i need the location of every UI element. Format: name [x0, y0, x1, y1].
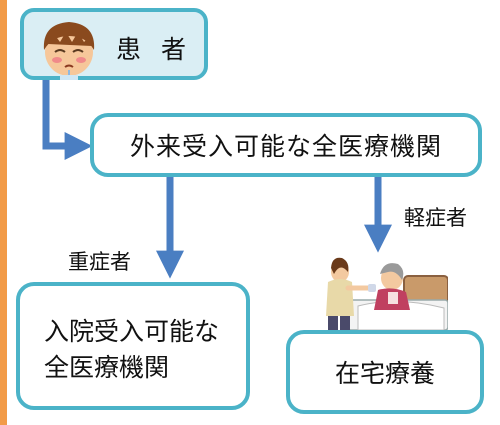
- homecare-label: 在宅療養: [334, 359, 435, 388]
- sick-child-icon: [43, 22, 95, 80]
- inpatient-label-line1: 入院受入可能な: [44, 317, 220, 346]
- arrow-patient-to-outpatient: [42, 80, 93, 160]
- outpatient-node: 外来受入可能な全医療機関: [90, 113, 482, 177]
- patient-label: 患 者: [116, 35, 192, 64]
- patient-node: 患 者: [20, 8, 208, 80]
- left-accent-strip: [0, 0, 7, 425]
- inpatient-node: 入院受入可能な 全医療機関: [16, 282, 250, 410]
- outpatient-label: 外来受入可能な全医療機関: [129, 132, 442, 161]
- inpatient-label-line2: 全医療機関: [44, 353, 170, 382]
- home-care-illustration: [326, 257, 448, 336]
- severe-case-label: 重症者: [68, 250, 131, 274]
- mild-case-label: 軽症者: [404, 206, 467, 230]
- homecare-node: 在宅療養: [286, 330, 484, 414]
